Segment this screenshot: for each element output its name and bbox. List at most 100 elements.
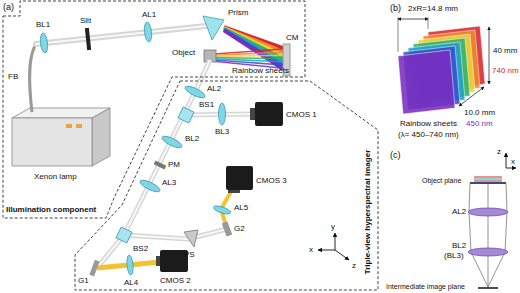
rainbow-sheet [214, 55, 283, 56]
part-label: AL1 [142, 10, 156, 19]
rainbow-sheet-stack [398, 26, 485, 114]
optical-fiber [30, 44, 37, 112]
camera-barrel [156, 256, 160, 266]
axis-label: z [497, 147, 501, 156]
part-label: AL2 [452, 207, 466, 216]
part-label: PM [168, 160, 180, 169]
part-label: Rainbow sheets [400, 119, 457, 128]
mirror [154, 161, 167, 170]
dimension-arrow [398, 19, 428, 20]
axis-arrow [506, 153, 507, 168]
panel-letter: (b) [390, 3, 401, 13]
part-label: BL2 [452, 241, 466, 250]
dashed-outline [3, 1, 305, 218]
dimension-label: 40 mm [493, 46, 517, 55]
part-label: BS1 [199, 100, 214, 109]
axis-arrow [335, 250, 349, 260]
part-label: CMOS 2 [160, 276, 191, 285]
light-ray [488, 183, 507, 287]
axis-label: x [309, 245, 313, 254]
part-label: CMOS 3 [256, 176, 287, 185]
axis-arrow [318, 250, 335, 251]
wavelength-label: 450 nm [466, 119, 493, 128]
part-label: BL3 [215, 127, 229, 136]
part-label: Slit [80, 16, 91, 25]
part-label: (BL3) [444, 251, 464, 260]
illumination-region: Illumination component [3, 1, 305, 218]
part-label: Object plane [422, 177, 461, 185]
dimension-arrow [459, 87, 484, 106]
rainbow-sheet [474, 177, 502, 178]
axis-arrow [506, 168, 516, 169]
lamp-indicator [66, 124, 72, 128]
part-label: Intermediate image plane [386, 283, 465, 291]
part-label: BL1 [36, 20, 50, 29]
dimension-label: 10.0 mm [464, 108, 495, 117]
part-label: Prism [228, 8, 248, 17]
region-heading: Illumination component [6, 205, 96, 215]
camera [160, 250, 188, 272]
lamp-front [12, 118, 92, 166]
rainbow-sheet [474, 181, 502, 182]
beam-splitter [178, 107, 194, 123]
camera [226, 166, 253, 190]
region-outline [75, 81, 378, 290]
wavelength-label: 740 nm [492, 66, 519, 75]
part-label: CMOS 1 [286, 110, 317, 119]
grating [89, 260, 99, 277]
extension-line [398, 17, 399, 52]
part-label: AL2 [207, 84, 221, 93]
light-ray [469, 183, 488, 287]
lens [126, 255, 134, 275]
part-label: Object [172, 48, 195, 57]
camera-barrel [250, 108, 255, 120]
dimension-label: 2xR=14.8 mm [408, 4, 458, 13]
lens [161, 134, 184, 150]
part-label: CM [286, 33, 298, 42]
lamp-side [92, 108, 110, 166]
prism [184, 230, 198, 247]
lens [213, 204, 232, 215]
part-label: BL2 [185, 134, 199, 143]
part-label: G1 [78, 276, 89, 285]
part-label: AL3 [162, 178, 176, 187]
part-label: G2 [234, 224, 245, 233]
lamp-indicator [76, 124, 82, 128]
part-label: PS [184, 250, 195, 259]
rainbow-sheet [214, 49, 283, 68]
lens [143, 22, 152, 43]
region-heading: Triple-view hyperspectral imager [363, 150, 373, 275]
part-label: BS2 [133, 244, 148, 253]
light-beam [124, 229, 227, 239]
axis-label: z [352, 261, 356, 270]
light-beam [124, 229, 227, 239]
camera [255, 102, 283, 126]
lens [39, 33, 48, 54]
dashed-outline [75, 81, 378, 290]
axis-label: y [331, 222, 335, 231]
wavelength-label: (λ= 450–740 nm) [398, 130, 459, 139]
region-outline [3, 1, 305, 218]
beam-splitter [116, 227, 132, 243]
axis-arrow [335, 233, 336, 250]
axis-label: x [511, 157, 515, 166]
imager-region: Triple-view hyperspectral imager [75, 81, 378, 290]
lens [468, 208, 508, 216]
part-label: AL5 [234, 203, 248, 212]
light-ray [488, 183, 489, 287]
rainbow-sheet [474, 179, 502, 180]
light-beam [36, 26, 206, 44]
panel-letter: (c) [390, 150, 401, 160]
panel-letter: (a) [3, 2, 14, 12]
part-label: Xenon lamp [34, 172, 77, 181]
lens [184, 84, 207, 100]
grating [222, 221, 232, 236]
rainbow-sheet [398, 50, 455, 114]
part-label: FB [8, 72, 18, 81]
lens [219, 103, 226, 125]
slit [85, 28, 91, 50]
light-beam [36, 26, 206, 44]
dimension-arrow [489, 27, 490, 84]
